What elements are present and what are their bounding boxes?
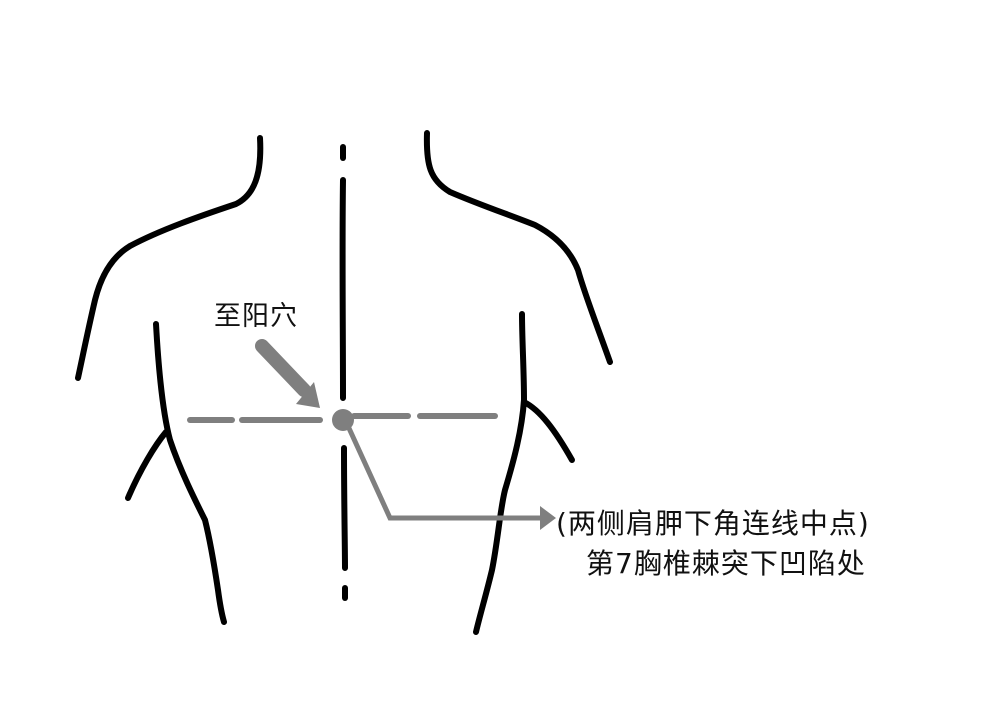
right-torso-outline [473,311,527,635]
spine-midline-lower [341,445,348,571]
location-description-line1: (两侧肩胛下角连线中点) [556,507,870,540]
right-shoulder-outline [423,130,613,365]
right-lat-outline [521,399,575,463]
leader-line [345,423,543,521]
left-lat-outline [125,429,169,501]
leader-arrowhead-icon [540,506,556,530]
pointer-arrow-icon [255,339,320,408]
left-torso-outline [153,321,227,625]
acupoint-name-label: 至阳穴 [214,301,298,332]
location-description-line2: 第7胸椎棘突下凹陷处 [586,547,866,580]
left-shoulder-outline [75,135,264,381]
acupoint-marker [332,409,354,431]
